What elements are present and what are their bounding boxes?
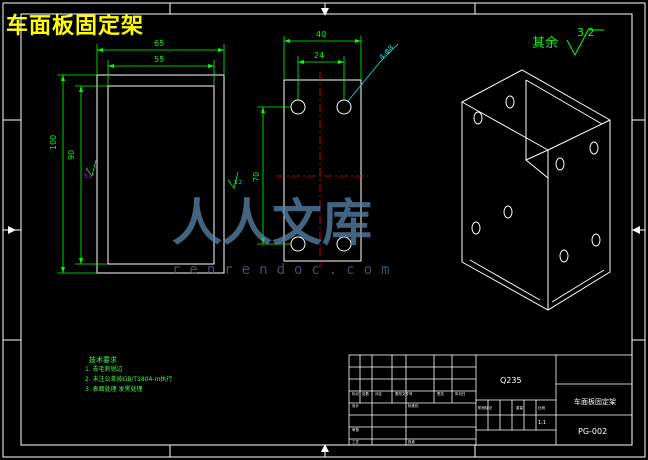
svg-text:比例: 比例 [538, 405, 546, 410]
tech-notes: 技术要求 1. 去毛刺锐边 2. 未注公差按GB/T1804-m执行 3. 表面… [85, 355, 172, 395]
svg-text:重量: 重量 [516, 405, 524, 410]
tech-note-item: 3. 表面处理 发黑处理 [85, 386, 143, 393]
front-dim-arrows [61, 48, 224, 273]
svg-text:年月日: 年月日 [455, 391, 466, 396]
dim-width-inner: 55 [154, 55, 164, 64]
surface-finish-label: 其余 [532, 35, 558, 51]
front-view-dimensions [57, 44, 225, 274]
dim-height-inner: 90 [67, 150, 76, 160]
side-dim-arrows [261, 39, 361, 244]
svg-text:签名: 签名 [437, 391, 444, 396]
drawing-title: 车面板固定架 [6, 13, 145, 39]
surface-finish-value: 3.2 [577, 26, 595, 39]
svg-text:设计: 设计 [352, 403, 360, 408]
title-block-part-name: 车面板固定架 [574, 397, 616, 406]
tech-notes-heading: 技术要求 [89, 356, 117, 364]
front-roughness-marks [85, 159, 239, 189]
svg-text:审核: 审核 [352, 427, 360, 432]
title-block-header-ticks: 标记 处数 分区 更改文件号 签名 年月日 设计 标准化 审核 工艺 批准 阶段… [352, 391, 546, 444]
svg-text:标记: 标记 [352, 391, 360, 396]
side-view-dimensions [257, 36, 362, 245]
dim-hole-spacing-h: 24 [314, 51, 324, 60]
front-dim-labels: 65 55 100 90 [49, 39, 164, 160]
title-block-scale: 1:1 [538, 420, 546, 426]
svg-text:分区: 分区 [375, 391, 383, 396]
centering-marks [8, 8, 640, 452]
svg-text:处数: 处数 [362, 391, 370, 396]
front-view [96, 74, 225, 274]
title-block [348, 354, 633, 446]
svg-text:批准: 批准 [408, 439, 416, 444]
hole-callout [347, 43, 399, 102]
watermark-cn: 人人文库 [172, 193, 372, 252]
svg-text:标准化: 标准化 [408, 403, 419, 408]
title-block-material: Q235 [500, 376, 522, 385]
isometric-view [461, 69, 611, 311]
hole-callout-label: 4-Φ8 [378, 44, 396, 62]
title-block-drawing-no: PG-002 [578, 427, 607, 436]
dim-height-outer: 100 [49, 135, 58, 150]
svg-text:阶段标记: 阶段标记 [478, 405, 492, 410]
svg-text:工艺: 工艺 [352, 439, 360, 444]
dim-side-width: 40 [316, 30, 326, 39]
tech-note-item: 2. 未注公差按GB/T1804-m执行 [85, 376, 173, 383]
watermark-url: renrendoc.com [172, 262, 399, 278]
dim-width-outer: 65 [154, 39, 164, 48]
dim-hole-spacing-v: 70 [252, 172, 261, 182]
side-view-centerlines [276, 72, 368, 268]
svg-text:3.2: 3.2 [234, 180, 242, 186]
side-dim-labels: 40 24 70 [252, 30, 326, 182]
svg-text:3.2: 3.2 [84, 174, 92, 180]
surface-finish-symbol [566, 29, 604, 57]
svg-text:更改文件号: 更改文件号 [395, 391, 413, 396]
tech-note-item: 1. 去毛刺锐边 [85, 366, 123, 373]
